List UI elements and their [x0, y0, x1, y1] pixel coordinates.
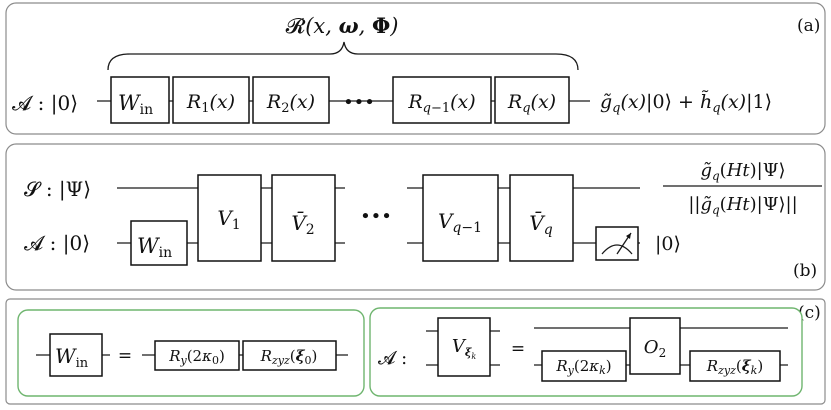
panel-b-tag: (b) — [793, 261, 817, 281]
panel-c-tag: (c) — [798, 303, 821, 323]
rzyz-gate-c-right — [689, 350, 781, 382]
o2-gate — [629, 317, 681, 375]
panel-b-register-a: 𝓐 : |0⟩ — [24, 231, 90, 256]
fraction-denominator: ||g̃q(Ht)|Ψ⟩|| — [688, 194, 797, 217]
r1-label: R1(x) — [186, 91, 235, 116]
dots-a: ••• — [343, 92, 375, 113]
ry-gate-c-left — [154, 340, 240, 371]
brace-label: 𝓡(x, ω, Φ) — [286, 13, 399, 38]
r2-gate — [252, 76, 330, 124]
c-right-register: 𝓐 : — [378, 348, 407, 369]
v2-gate — [271, 174, 336, 262]
vq1-gate — [422, 174, 499, 262]
panel-a-output: g̃q(x)|0⟩ + h̃q(x)|1⟩ — [600, 90, 772, 116]
win-gate-a — [110, 76, 170, 124]
c-left-eq: = — [118, 346, 132, 366]
dots-b: ••• — [360, 206, 392, 227]
panel-b-register-s: 𝓢 : |Ψ⟩ — [24, 177, 91, 202]
rq1-gate — [392, 76, 492, 124]
measurement-meter-icon — [595, 226, 639, 261]
vq-gate — [509, 174, 574, 262]
rq-label: Rq(x) — [507, 91, 556, 116]
fraction-numerator: g̃q(Ht)|Ψ⟩ — [700, 160, 785, 183]
rzyz-label-c-right: Rzyz(ξk) — [706, 357, 763, 377]
rzyz-gate-c-left — [242, 340, 337, 371]
v1-gate — [197, 174, 262, 262]
r1-gate — [172, 76, 250, 124]
curly-brace — [107, 41, 579, 71]
vxi-gate — [437, 317, 491, 377]
rq-gate — [494, 76, 570, 124]
win-gate-b — [130, 220, 188, 266]
ry-gate-c-right — [541, 350, 627, 382]
meter-arrowhead — [626, 233, 631, 239]
panel-b-ket0: |0⟩ — [655, 233, 681, 255]
meter-arc — [601, 244, 633, 255]
panel-a-register: 𝓐 : |0⟩ — [12, 91, 78, 116]
rq1-label: Rq−1(x) — [407, 91, 475, 116]
win-label-a: Win — [118, 91, 153, 118]
panel-a-tag: (a) — [797, 16, 820, 36]
win-gate-c — [49, 333, 103, 377]
r2-label: R2(x) — [266, 91, 315, 116]
c-right-eq: = — [511, 339, 525, 359]
